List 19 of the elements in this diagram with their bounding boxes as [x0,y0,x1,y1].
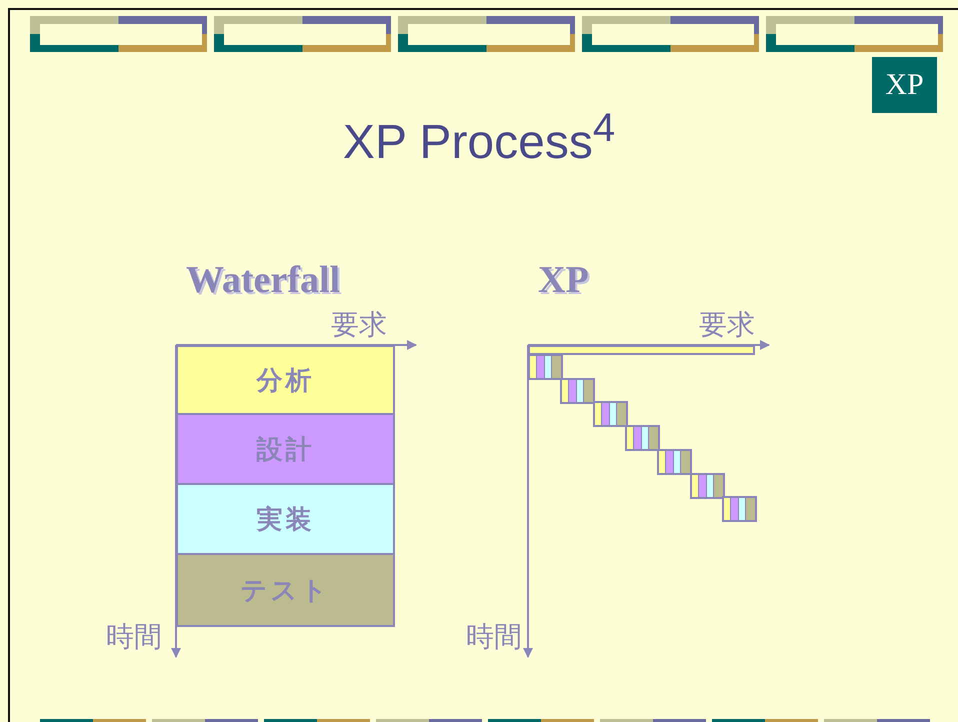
axis-label: 時間 [106,619,162,655]
phase-stripes-box [690,472,724,498]
axis-label: 要求 [331,307,387,343]
badge: XP [872,57,937,113]
phase-stripes-box [722,496,757,522]
title: XP Process$^{4}$ [342,106,616,170]
heading: Waterfall [186,258,340,302]
requirement-bar [528,345,755,355]
axis-label: 要求 [699,307,755,343]
phase-stripes-box [560,378,596,404]
heading: XP [538,258,589,302]
phase-box: 実装 [176,485,395,555]
phase-stripes-box [528,354,563,380]
phase-stripes-box [624,425,660,452]
phase-stripes-box [592,401,628,428]
phase-box: 設計 [176,415,395,485]
phase-stripes-box [657,448,692,475]
phase-box: 分析 [176,345,395,415]
axis-label: 時間 [466,619,522,655]
